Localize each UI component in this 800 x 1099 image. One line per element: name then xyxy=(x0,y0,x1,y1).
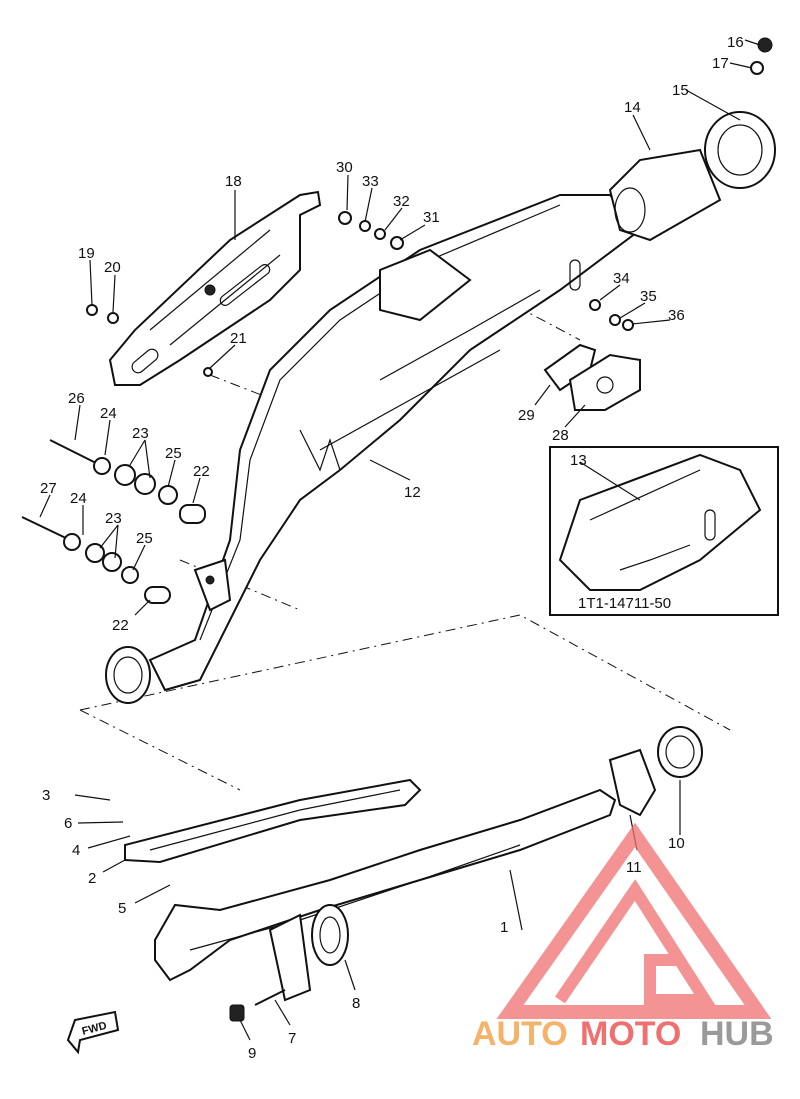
watermark-moto: MOTO xyxy=(580,1015,681,1053)
muffler-12 xyxy=(105,194,642,704)
label-part-8: 8 xyxy=(352,995,360,1012)
label-part-28: 28 xyxy=(552,427,569,444)
label-part-24a: 24 xyxy=(100,405,117,422)
label-part-31: 31 xyxy=(423,209,440,226)
label-part-20: 20 xyxy=(104,259,121,276)
label-part-7: 7 xyxy=(288,1030,296,1047)
label-part-21: 21 xyxy=(230,330,247,347)
label-part-35: 35 xyxy=(640,288,657,305)
watermark-hub: HUB xyxy=(700,1015,774,1053)
label-part-4: 4 xyxy=(72,842,80,859)
label-part-14: 14 xyxy=(624,99,641,116)
label-part-12: 12 xyxy=(404,484,421,501)
exhaust-pipe-1 xyxy=(154,726,703,1022)
label-part-2: 2 xyxy=(88,870,96,887)
label-part-10: 10 xyxy=(668,835,685,852)
label-part-34: 34 xyxy=(613,270,630,287)
watermark-text: AUTO MOTO HUB xyxy=(472,1015,774,1053)
fwd-arrow-icon: FWD xyxy=(66,1010,120,1055)
label-part-30: 30 xyxy=(336,159,353,176)
watermark-auto: AUTO xyxy=(472,1015,568,1053)
label-part-22b: 22 xyxy=(112,617,129,634)
inset-part-number: 1T1-14711-50 xyxy=(578,595,671,612)
label-part-33: 33 xyxy=(362,173,379,190)
label-part-9: 9 xyxy=(248,1045,256,1062)
pipe-guard-2 xyxy=(124,778,422,864)
mount-hardware xyxy=(21,211,634,604)
label-part-27: 27 xyxy=(40,480,57,497)
label-part-3: 3 xyxy=(42,787,50,804)
label-part-29: 29 xyxy=(518,407,535,424)
label-part-23b: 23 xyxy=(105,510,122,527)
label-part-18: 18 xyxy=(225,173,242,190)
part-labels: 1 2 3 4 5 6 7 8 9 10 11 12 13 14 15 16 1… xyxy=(40,34,744,1062)
label-part-19: 19 xyxy=(78,245,95,262)
bracket-parts xyxy=(543,343,641,411)
label-part-5: 5 xyxy=(118,900,126,917)
label-part-32: 32 xyxy=(393,193,410,210)
label-part-25b: 25 xyxy=(136,530,153,547)
label-part-6: 6 xyxy=(64,815,72,832)
heat-guard-18 xyxy=(108,190,322,386)
label-part-11: 11 xyxy=(626,859,642,876)
label-part-24b: 24 xyxy=(70,490,87,507)
label-part-1: 1 xyxy=(500,919,508,936)
label-part-17: 17 xyxy=(712,55,729,72)
label-part-26: 26 xyxy=(68,390,85,407)
triangle-g-logo-icon xyxy=(496,822,772,1019)
label-part-36: 36 xyxy=(668,307,685,324)
leader-lines xyxy=(39,39,761,1041)
inset-box: 1T1-14711-50 xyxy=(549,446,779,616)
label-part-15: 15 xyxy=(672,82,689,99)
label-part-16: 16 xyxy=(727,34,744,51)
label-part-22a: 22 xyxy=(193,463,210,480)
label-part-23a: 23 xyxy=(132,425,149,442)
label-part-13: 13 xyxy=(570,452,587,469)
label-part-25a: 25 xyxy=(165,445,182,462)
end-cap-parts xyxy=(608,37,776,242)
